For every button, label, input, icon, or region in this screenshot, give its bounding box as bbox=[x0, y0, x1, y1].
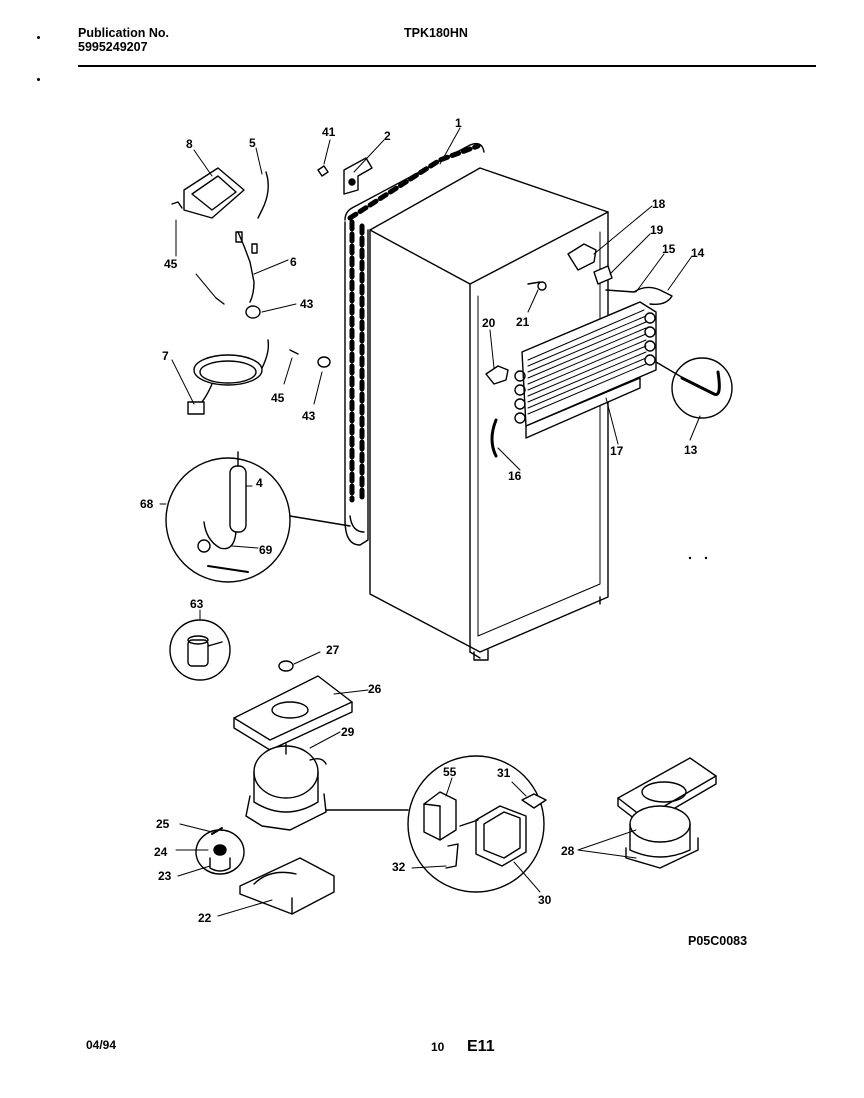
callout-28: 28 bbox=[561, 844, 575, 858]
part-55-relay bbox=[423, 791, 457, 841]
callout-4: 4 bbox=[256, 476, 263, 490]
callout-55: 55 bbox=[443, 765, 457, 779]
callout-32: 32 bbox=[392, 860, 406, 874]
part-20 bbox=[485, 365, 509, 385]
part-6-plug bbox=[235, 231, 243, 243]
model-number: TPK180HN bbox=[404, 26, 468, 40]
callout-26: 26 bbox=[368, 682, 382, 696]
part-28-compressor-assembly bbox=[617, 757, 717, 869]
callout-labels: 1 2 41 8 5 45 6 43 7 45 43 18 19 15 14 2… bbox=[140, 116, 705, 925]
callout-41: 41 bbox=[322, 125, 336, 139]
part-8-panel bbox=[183, 167, 245, 219]
part-6-harness bbox=[237, 231, 255, 303]
callout-6: 6 bbox=[290, 255, 297, 269]
parts-23-25-mount bbox=[195, 827, 245, 875]
callout-13: 13 bbox=[684, 443, 698, 457]
part-16 bbox=[490, 418, 498, 458]
callout-43-b: 43 bbox=[302, 409, 316, 423]
callout-21: 21 bbox=[516, 315, 530, 329]
callout-1: 1 bbox=[455, 116, 462, 130]
drawing-code: P05C0083 bbox=[688, 934, 748, 948]
callout-45-b: 45 bbox=[271, 391, 285, 405]
callout-43-a: 43 bbox=[300, 297, 314, 311]
callout-30: 30 bbox=[538, 893, 552, 907]
callout-25: 25 bbox=[156, 817, 170, 831]
part-5-wire bbox=[257, 171, 269, 219]
callout-5: 5 bbox=[249, 136, 256, 150]
part-21 bbox=[527, 281, 547, 291]
part-4-drier bbox=[197, 451, 247, 553]
part-31 bbox=[521, 793, 547, 809]
part-2-bracket bbox=[343, 157, 373, 195]
callout-29: 29 bbox=[341, 725, 355, 739]
part-13-tube bbox=[655, 361, 721, 396]
callout-45-a: 45 bbox=[164, 257, 178, 271]
callout-23: 23 bbox=[158, 869, 172, 883]
callout-19: 19 bbox=[650, 223, 664, 237]
callout-2: 2 bbox=[384, 129, 391, 143]
part-43-a bbox=[245, 305, 261, 319]
callout-69: 69 bbox=[259, 543, 273, 557]
cabinet bbox=[369, 167, 609, 661]
callout-63: 63 bbox=[190, 597, 204, 611]
footer-date: 04/94 bbox=[86, 1038, 117, 1052]
margin-mark bbox=[37, 78, 40, 81]
callout-8: 8 bbox=[186, 137, 193, 151]
page-number: 10 bbox=[431, 1040, 445, 1054]
part-43-b bbox=[317, 356, 331, 368]
callout-27: 27 bbox=[326, 643, 340, 657]
part-30-start-device bbox=[459, 805, 527, 867]
part-63-capacitor bbox=[187, 635, 223, 667]
part-27-grommet bbox=[278, 660, 294, 672]
detail-circle-68 bbox=[165, 457, 291, 583]
stray-marks bbox=[688, 556, 708, 560]
callout-22: 22 bbox=[198, 911, 212, 925]
part-69 bbox=[207, 565, 249, 573]
detail-circle-relay bbox=[407, 755, 545, 893]
publication-number: 5995249207 bbox=[78, 40, 148, 54]
detail-circle-13 bbox=[671, 357, 733, 419]
margin-mark bbox=[37, 36, 40, 39]
callout-14: 14 bbox=[691, 246, 705, 260]
callout-31: 31 bbox=[497, 766, 511, 780]
part-45-screw-c bbox=[289, 349, 299, 355]
drier-leader bbox=[289, 515, 351, 527]
evaporator bbox=[514, 286, 673, 439]
part-26-drain-pan bbox=[233, 675, 353, 751]
publication-label: Publication No. bbox=[78, 26, 169, 40]
condenser-coil-outline bbox=[344, 142, 485, 546]
callout-15: 15 bbox=[662, 242, 676, 256]
part-18 bbox=[567, 243, 597, 271]
section-code: E11 bbox=[467, 1038, 495, 1055]
part-29-compressor bbox=[245, 743, 327, 831]
part-32-clip bbox=[445, 843, 459, 869]
callout-18: 18 bbox=[652, 197, 666, 211]
part-41 bbox=[317, 165, 329, 177]
part-7-power-cord bbox=[187, 339, 270, 415]
part-19 bbox=[593, 265, 613, 285]
leader-lines bbox=[159, 127, 701, 917]
condenser-coil bbox=[347, 143, 481, 503]
callout-17: 17 bbox=[610, 444, 624, 458]
part-45-screw-a bbox=[171, 201, 183, 209]
part-6-plug bbox=[251, 243, 258, 254]
callout-68: 68 bbox=[140, 497, 154, 511]
callout-16: 16 bbox=[508, 469, 522, 483]
header-rule bbox=[78, 65, 816, 67]
part-22-bracket bbox=[239, 857, 335, 915]
part-45-screw-b bbox=[215, 297, 225, 305]
callout-24: 24 bbox=[154, 845, 168, 859]
callout-20: 20 bbox=[482, 316, 496, 330]
callout-7: 7 bbox=[162, 349, 169, 363]
